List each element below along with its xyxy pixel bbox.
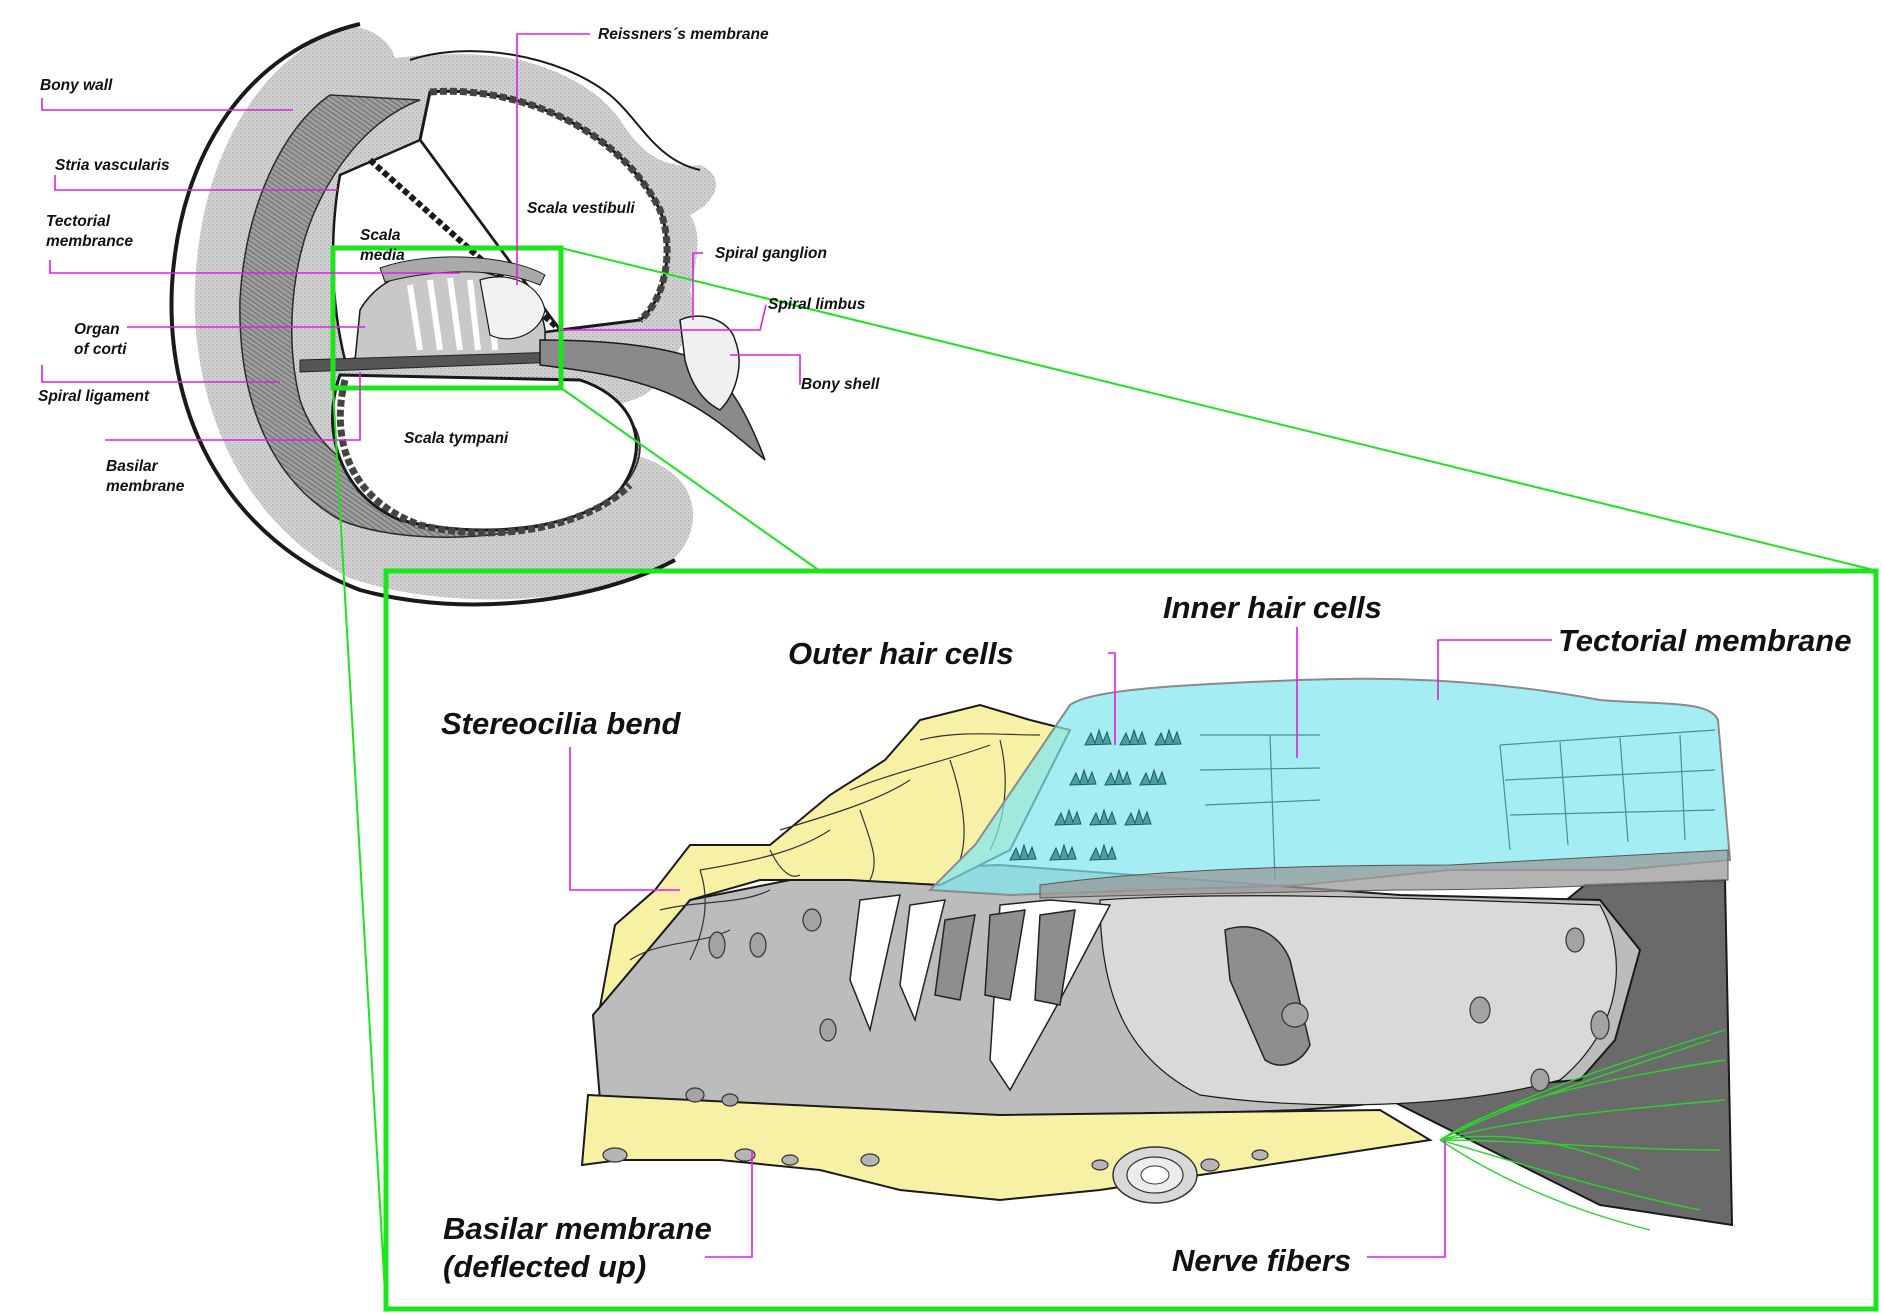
yellow-upper-tissue xyxy=(598,703,1072,1011)
label-scala-vestibuli: Scala vestibuli xyxy=(527,200,635,217)
label-organ-of-corti-line2: of corti xyxy=(74,341,127,358)
yellow-cell-lines xyxy=(629,733,1041,961)
basilar-vessel xyxy=(1112,1146,1198,1204)
leader-lines xyxy=(41,33,1552,1258)
detail-label-group: Outer hair cells Inner hair cells Tector… xyxy=(441,590,1851,1284)
label-scala-media-line2: media xyxy=(360,247,405,264)
upper-bone-line xyxy=(409,50,701,171)
reticular-lamina xyxy=(1039,849,1729,899)
membrane-bead-ring xyxy=(429,87,671,323)
nerve-fibers-shape xyxy=(1439,1029,1726,1231)
spiral-ganglion-shape xyxy=(679,315,740,411)
stereocilia-tufts xyxy=(1009,728,1182,861)
label-basilar-membrane-deflected-line2: (deflected up) xyxy=(443,1249,646,1284)
cell-nuclei xyxy=(685,908,1610,1107)
label-scala-media-line1: Scala xyxy=(360,227,401,244)
cochlea-overview xyxy=(169,22,766,607)
overview-label-group: Bony wall Stria vascularis Tectorial mem… xyxy=(38,26,880,495)
label-stria-vascularis: Stria vascularis xyxy=(55,157,170,174)
label-tectorial-membrance-line2: membrance xyxy=(46,233,133,250)
label-basilar-membrane-line1: Basilar xyxy=(106,458,159,475)
label-bony-wall: Bony wall xyxy=(40,77,113,94)
label-scala-tympani: Scala tympani xyxy=(404,430,509,447)
label-tectorial-membrance-line1: Tectorial xyxy=(46,213,111,230)
label-stereocilia-bend: Stereocilia bend xyxy=(441,706,682,741)
tectorial-grid xyxy=(1199,729,1716,881)
label-spiral-ligament: Spiral ligament xyxy=(38,388,150,405)
label-basilar-membrane-deflected-line1: Basilar membrane xyxy=(443,1211,712,1246)
label-organ-of-corti-line1: Organ xyxy=(74,321,120,338)
tectorial-membrane-overview xyxy=(379,256,546,286)
label-inner-hair-cells: Inner hair cells xyxy=(1163,590,1382,625)
tectorial-membrane-detail xyxy=(927,677,1732,897)
label-outer-hair-cells: Outer hair cells xyxy=(788,636,1014,671)
zoom-connectors xyxy=(332,247,1879,1311)
label-tectorial-membrane: Tectorial membrane xyxy=(1558,623,1851,658)
label-spiral-ganglion: Spiral ganglion xyxy=(715,245,827,262)
outer-hair-cell-bodies xyxy=(934,909,1076,1006)
outer-bone-line xyxy=(169,22,676,607)
label-spiral-limbus: Spiral limbus xyxy=(768,296,866,313)
label-bony-shell: Bony shell xyxy=(801,376,880,393)
label-reissners-membrane: Reissners´s membrane xyxy=(598,26,769,43)
membrane-bead-ring-lower xyxy=(336,379,633,537)
label-nerve-fibers: Nerve fibers xyxy=(1172,1243,1351,1278)
organ-of-corti-detail xyxy=(580,677,1734,1231)
zoom-source-box xyxy=(330,245,564,391)
basilar-cells xyxy=(602,1147,1269,1172)
inner-hair-cell-body xyxy=(1224,926,1311,1066)
label-basilar-membrane-line2: membrane xyxy=(106,478,185,495)
basilar-membrane-detail xyxy=(580,1093,1433,1202)
zoom-detail-frame xyxy=(383,568,1879,1312)
scala-tympani-chamber xyxy=(331,373,638,532)
